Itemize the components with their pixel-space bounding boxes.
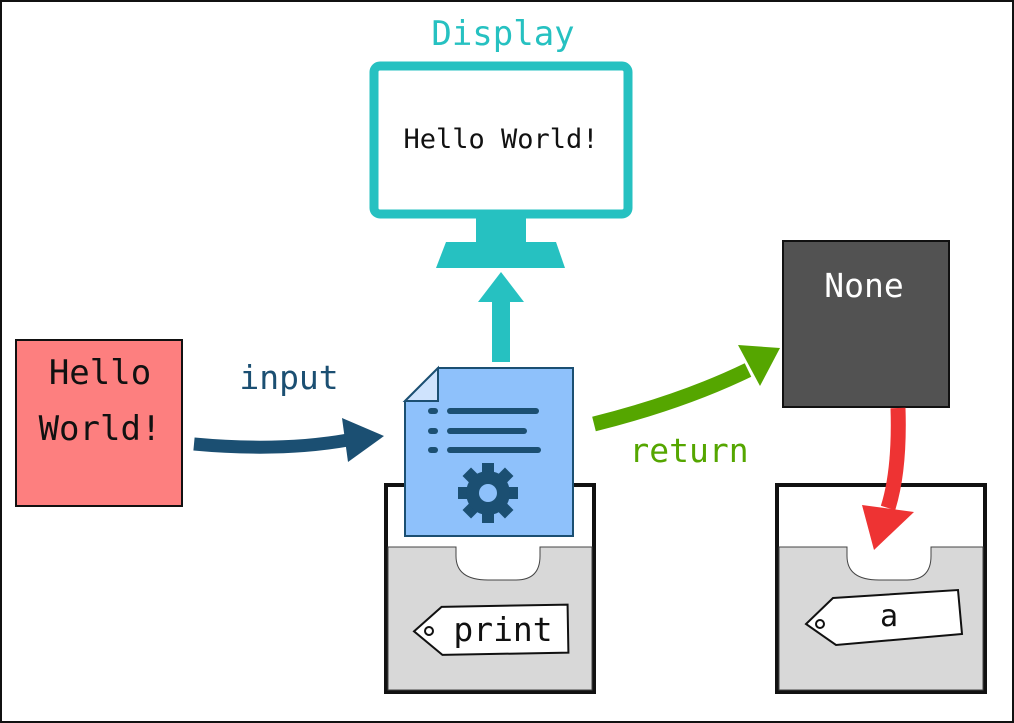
none-box-text: None [824, 266, 903, 305]
return-arrow: return [592, 345, 780, 470]
variable-tag-label: a [880, 599, 898, 634]
input-box-line2: World! [39, 409, 162, 449]
gear-icon [458, 463, 518, 523]
assign-arrow [862, 407, 914, 550]
none-box-rect [782, 240, 950, 408]
print-tag-label: print [453, 610, 552, 649]
variable-name-tag: a [804, 588, 964, 647]
display-arrow-head [478, 272, 524, 302]
assign-arrow-shaft [880, 407, 906, 511]
function-name-tag: print [412, 603, 570, 656]
monitor-stand [436, 242, 565, 268]
function-document-icon [402, 365, 574, 537]
input-arrow: input [193, 358, 384, 462]
monitor-screen [369, 61, 633, 219]
input-box-line1: Hello [49, 353, 151, 393]
assign-arrow-head [862, 505, 914, 550]
variable-tag-shape [804, 588, 964, 647]
tag-hole-icon [815, 619, 825, 629]
print-tag-shape [412, 603, 570, 656]
tag-hole-icon [424, 626, 434, 636]
input-label: input [239, 358, 338, 397]
screen-text: Hello World! [403, 124, 598, 155]
return-arrow-head [738, 345, 780, 386]
display-title: Display [431, 14, 574, 54]
input-value-box: Hello World! [15, 339, 183, 507]
document-fold [402, 365, 439, 402]
input-arrow-head [342, 418, 384, 462]
return-value-box: None [782, 240, 950, 408]
display-monitor: Display Hello World! [369, 14, 633, 362]
input-box-rect [15, 339, 183, 507]
display-arrow-shaft [492, 300, 510, 362]
return-label: return [629, 431, 748, 470]
return-arrow-shaft [592, 363, 752, 432]
document-lines [428, 408, 541, 453]
input-arrow-shaft [193, 433, 350, 454]
monitor-neck [476, 216, 526, 242]
